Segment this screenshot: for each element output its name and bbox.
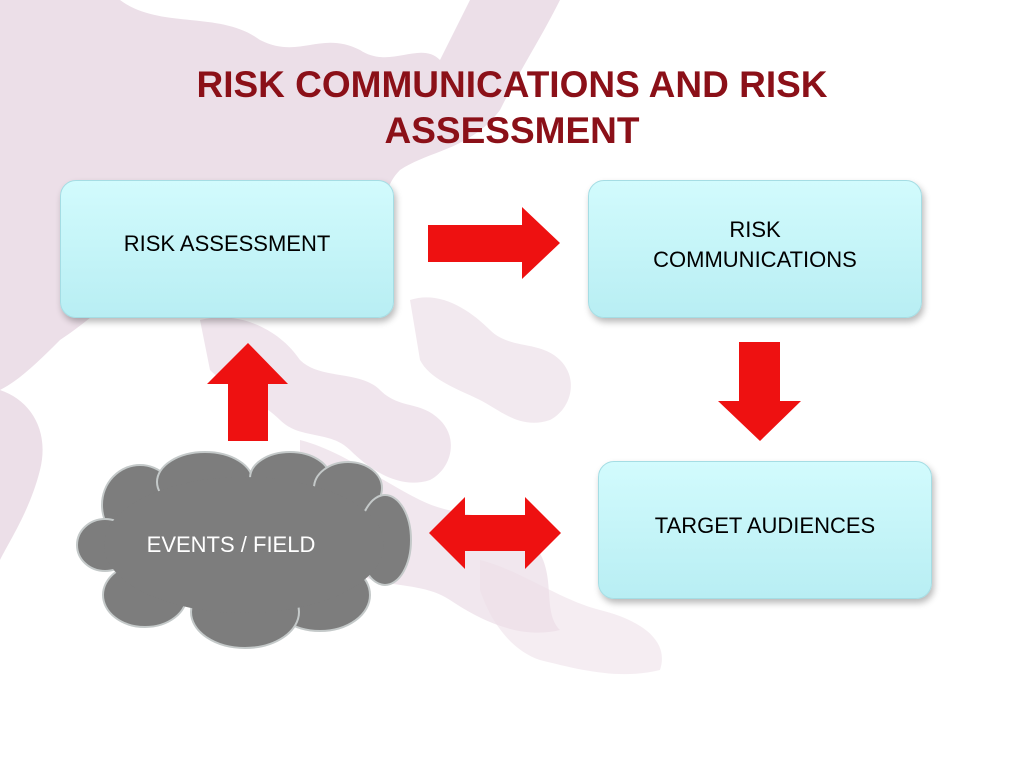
target-audiences-label: TARGET AUDIENCES: [654, 513, 876, 538]
target-audiences-node: TARGET AUDIENCES: [598, 461, 932, 599]
risk-communications-label-line-1: RISK: [729, 217, 781, 242]
right-arrow: [428, 207, 560, 279]
bidirectional-arrow: [429, 497, 561, 569]
events-field-label: EVENTS / FIELD: [146, 532, 316, 557]
risk-communications-label-line-2: COMMUNICATIONS: [653, 247, 857, 272]
title-line-1: RISK COMMUNICATIONS AND RISK: [196, 64, 828, 105]
diagram-title: RISK COMMUNICATIONS AND RISK ASSESSMENT: [112, 62, 912, 154]
title-line-2: ASSESSMENT: [384, 110, 640, 151]
down-arrow: [718, 342, 801, 441]
risk-assessment-label: RISK ASSESSMENT: [123, 231, 331, 256]
risk-communications-node: RISK COMMUNICATIONS: [588, 180, 922, 318]
risk-assessment-node: RISK ASSESSMENT: [60, 180, 394, 318]
up-arrow: [207, 343, 288, 441]
